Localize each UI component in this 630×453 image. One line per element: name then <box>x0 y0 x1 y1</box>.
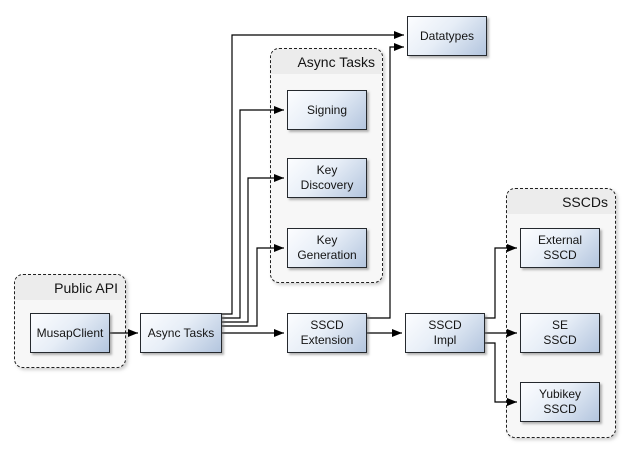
group-public-api-title: Public API <box>54 279 118 296</box>
edge-asynctasks-signing <box>222 106 284 319</box>
node-key-discovery: Key Discovery <box>287 158 367 198</box>
node-signing: Signing <box>287 90 367 130</box>
group-public-api-header: Public API <box>15 275 125 300</box>
node-sscd-extension: SSCD Extension <box>287 313 367 353</box>
node-key-generation-label: Key Generation <box>297 233 357 262</box>
node-external-sscd: External SSCD <box>520 228 600 268</box>
node-yubikey-sscd: Yubikey SSCD <box>520 382 600 422</box>
node-sscd-extension-label: SSCD Extension <box>300 318 354 347</box>
node-datatypes: Datatypes <box>407 16 487 56</box>
edge-sscdextension-datatypes <box>367 43 404 319</box>
node-key-discovery-label: Key Discovery <box>300 163 354 192</box>
edge-asynctasks-datatypes <box>222 31 404 315</box>
group-sscds-header: SSCDs <box>507 189 615 214</box>
node-musapclient: MusapClient <box>30 313 110 353</box>
node-external-sscd-label: External SSCD <box>537 233 583 262</box>
edge-asynctasks-keydiscovery <box>222 174 284 323</box>
node-sscd-impl-label: SSCD Impl <box>428 318 462 347</box>
node-async-tasks: Async Tasks <box>140 313 222 353</box>
group-sscds-title: SSCDs <box>562 193 608 210</box>
node-signing-label: Signing <box>306 102 348 117</box>
node-se-sscd-label: SE SSCD <box>543 318 577 347</box>
edge-asynctasks-keygeneration <box>222 244 284 327</box>
group-async-tasks-header: Async Tasks <box>271 49 382 74</box>
node-async-tasks-label: Async Tasks <box>147 325 215 340</box>
node-datatypes-label: Datatypes <box>419 28 475 43</box>
node-se-sscd: SE SSCD <box>520 313 600 353</box>
node-sscd-impl: SSCD Impl <box>405 313 485 353</box>
node-yubikey-sscd-label: Yubikey SSCD <box>538 387 582 416</box>
edge-sscdimpl-yubikeysscd <box>485 342 517 406</box>
group-async-tasks-title: Async Tasks <box>297 53 375 70</box>
node-musapclient-label: MusapClient <box>36 325 104 340</box>
edge-sscdimpl-externalsscd <box>485 244 517 319</box>
node-key-generation: Key Generation <box>287 228 367 268</box>
